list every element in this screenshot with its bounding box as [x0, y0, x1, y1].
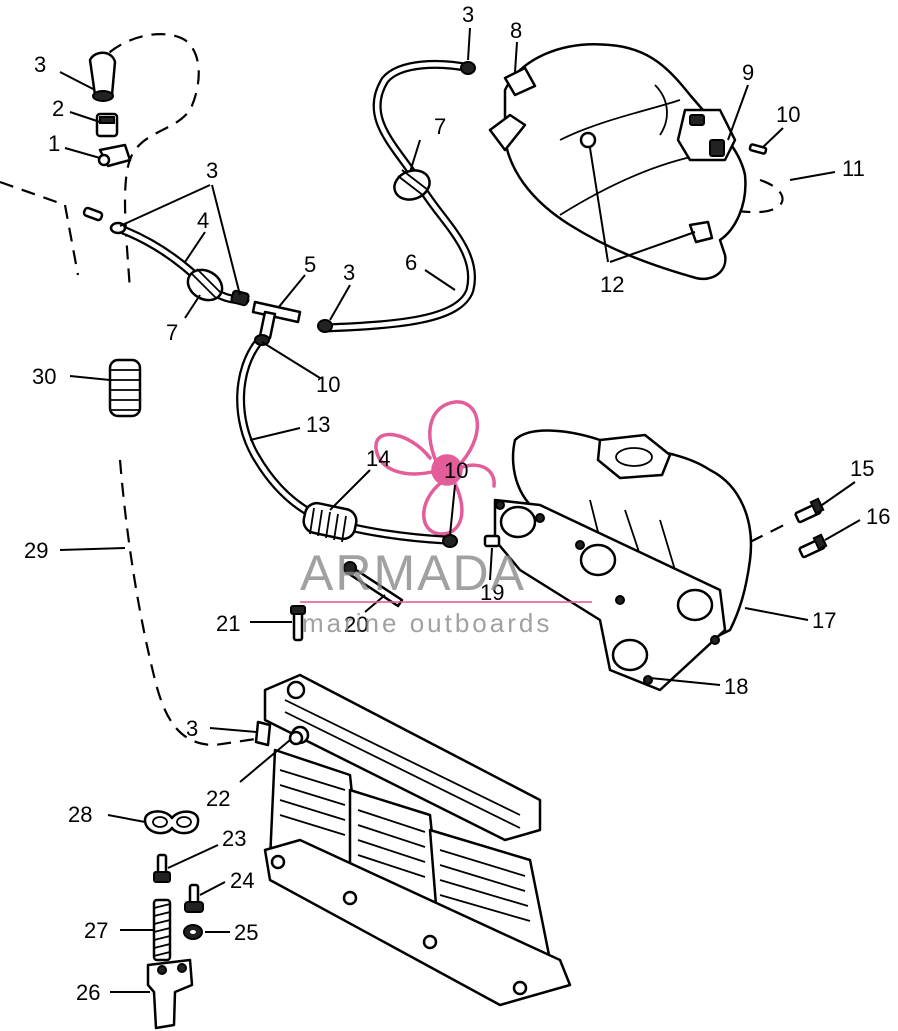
callout-27: 27 — [84, 918, 108, 943]
callout-11: 11 — [842, 156, 865, 181]
callout-3-hose-6: 3 — [343, 260, 355, 285]
callout-22: 22 — [206, 786, 230, 811]
callout-20: 20 — [344, 612, 368, 637]
callout-3-top: 3 — [462, 2, 474, 27]
callout-29: 29 — [24, 538, 48, 563]
callout-21: 21 — [216, 611, 240, 636]
callout-24: 24 — [230, 868, 254, 893]
callout-19: 19 — [480, 580, 504, 605]
callout-23: 23 — [222, 826, 246, 851]
tee-fitting-5 — [251, 300, 302, 340]
pump-housing — [503, 43, 747, 281]
sleeve-7-right — [393, 169, 431, 201]
callout-15: 15 — [850, 456, 874, 481]
callout-30: 30 — [32, 364, 56, 389]
clip-8 — [503, 66, 537, 97]
watermark-tagline: marine outboards — [302, 608, 552, 638]
callout-8: 8 — [510, 18, 522, 43]
callout-28: 28 — [68, 802, 92, 827]
callout-6: 6 — [405, 250, 417, 275]
callout-4: 4 — [197, 208, 209, 233]
callout-10-sleeve: 10 — [444, 458, 468, 483]
cylinder-block — [263, 605, 572, 1007]
callout-3-tee-upper: 3 — [206, 158, 218, 183]
bellows-30 — [108, 358, 142, 418]
exhaust-manifold — [343, 429, 828, 692]
housing-26 — [146, 958, 194, 1030]
watermark-propeller-logo — [374, 400, 496, 536]
pin-23 — [153, 853, 171, 883]
callout-7-right: 7 — [434, 114, 446, 139]
callout-16: 16 — [866, 504, 890, 529]
spring-27 — [152, 898, 172, 962]
callout-10-tee: 10 — [316, 372, 340, 397]
stud-16 — [798, 533, 828, 559]
callout-labels: 1 2 3 3 3 3 3 4 5 6 7 7 8 9 10 10 10 11 … — [24, 2, 890, 1005]
manifold-outline-17 — [749, 521, 791, 543]
crankcase-base — [263, 838, 572, 1007]
hoses — [113, 59, 476, 545]
watermark-brand: ARMADA — [300, 545, 526, 601]
callout-17: 17 — [812, 608, 836, 633]
hose-end-3-top-left — [88, 51, 117, 97]
fitting-24 — [184, 883, 204, 913]
callout-7-left: 7 — [166, 320, 178, 345]
callout-14: 14 — [366, 446, 390, 471]
leader-lines — [59, 27, 861, 993]
oil-tank-outline — [94, 33, 200, 291]
stud-15 — [794, 497, 825, 524]
callout-18: 18 — [724, 674, 748, 699]
manifold-gasket-18 — [493, 498, 727, 692]
callout-1: 1 — [48, 131, 60, 156]
fittings — [82, 51, 476, 747]
sleeve-7-left — [186, 268, 224, 302]
callout-5: 5 — [304, 252, 316, 277]
small-parts-group — [143, 810, 204, 1030]
callout-2: 2 — [52, 96, 64, 121]
tank-side-outline — [0, 180, 80, 276]
sleeve-14 — [302, 501, 358, 543]
callout-10-pump: 10 — [776, 102, 800, 127]
oil-line-29-route — [118, 459, 263, 747]
oil-pump-assembly — [488, 43, 768, 281]
bolt-20 — [343, 561, 404, 608]
callout-25: 25 — [234, 920, 258, 945]
gasket-28 — [143, 810, 200, 835]
callout-12: 12 — [600, 272, 624, 297]
watermark-text: ARMADA marine outboards — [300, 545, 592, 638]
callout-3-top-left: 3 — [34, 52, 46, 77]
callout-13: 13 — [306, 412, 330, 437]
callout-26: 26 — [76, 980, 100, 1005]
callout-9: 9 — [742, 60, 754, 85]
callout-3-head: 3 — [186, 716, 198, 741]
